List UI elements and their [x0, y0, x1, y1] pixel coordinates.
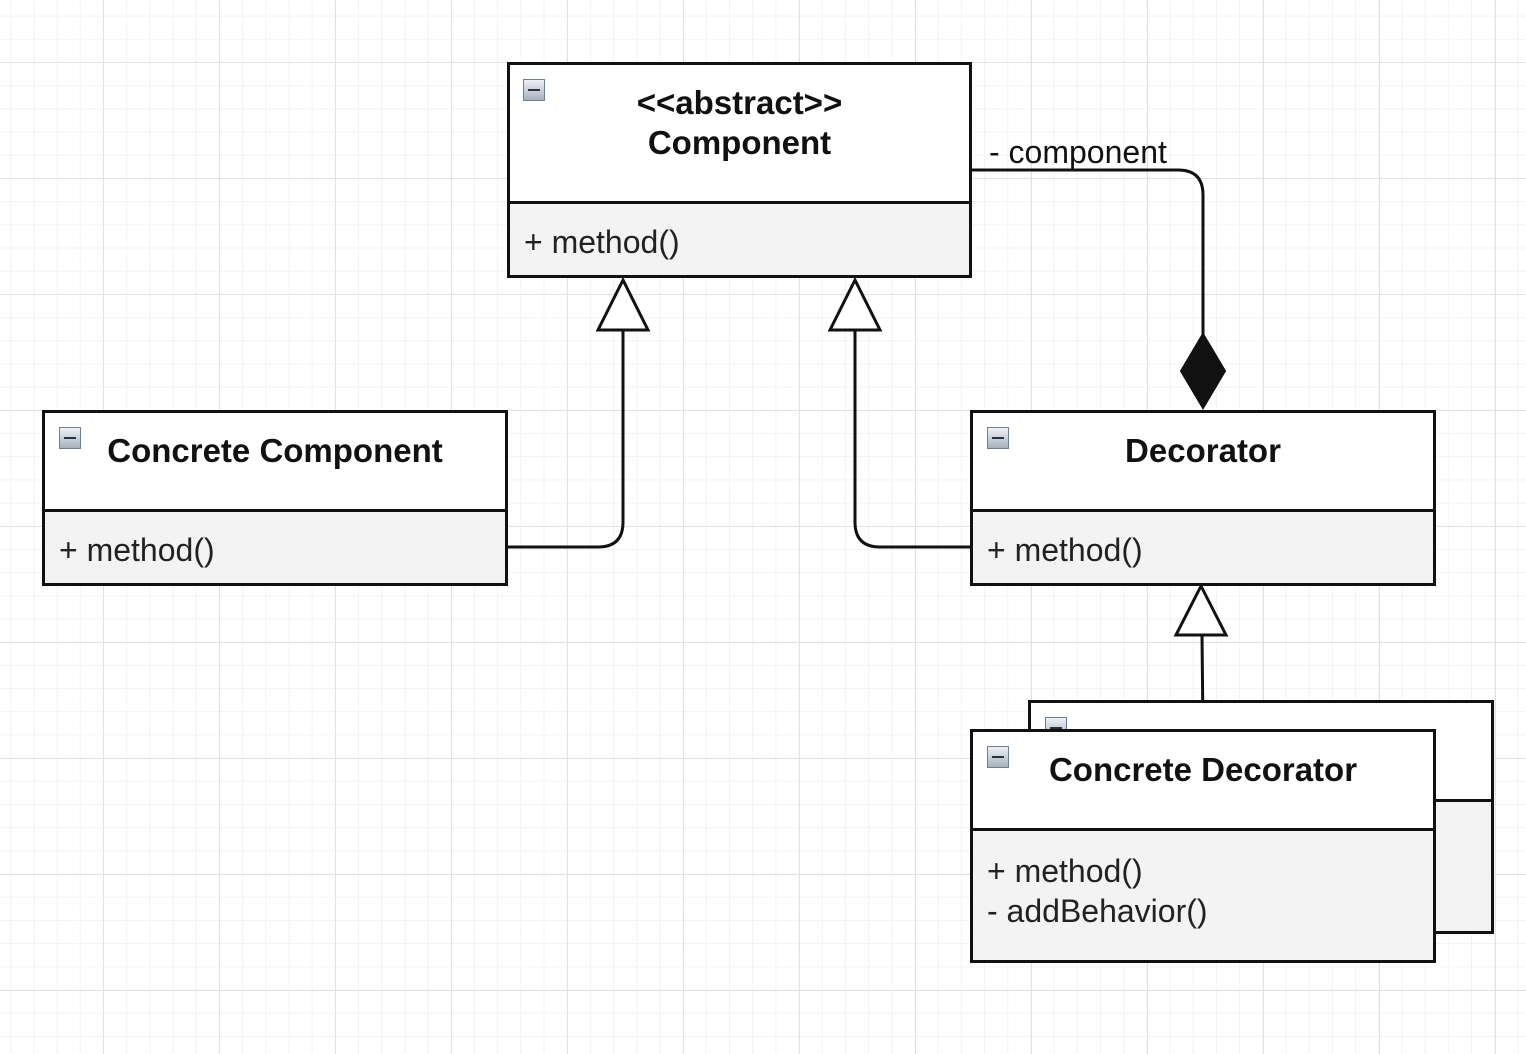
collapse-icon[interactable] [987, 746, 1009, 768]
class-concrete-component[interactable]: Concrete Component + method() [42, 410, 508, 586]
class-component[interactable]: <<abstract>> Component + method() [507, 62, 972, 278]
class-name: Concrete Decorator [1048, 751, 1358, 788]
composition-diamond [1179, 332, 1227, 410]
operation: + method() [987, 853, 1143, 889]
generalization-arrowhead-decorator [827, 276, 883, 332]
collapse-icon[interactable] [987, 427, 1009, 449]
class-header: Decorator [973, 413, 1433, 492]
class-name: Component [647, 124, 832, 161]
collapse-icon[interactable] [59, 427, 81, 449]
attributes-section [973, 808, 1433, 831]
class-header: Concrete Decorator [973, 732, 1433, 811]
attributes-section [510, 181, 969, 204]
collapse-icon[interactable] [523, 79, 545, 101]
generalization-line-decorator [853, 330, 970, 549]
class-decorator[interactable]: Decorator + method() [970, 410, 1436, 586]
class-header: <<abstract>> Component [510, 65, 969, 184]
attributes-section [45, 489, 505, 512]
operations-section: + method() [510, 204, 969, 275]
operations-section: + method() - addBehavior() [973, 831, 1433, 960]
operation: + method() [524, 224, 680, 260]
class-header: Concrete Component [45, 413, 505, 492]
association-role-label: - component [989, 134, 1167, 170]
generalization-arrowhead-concrete-decorator [1173, 582, 1229, 637]
class-stereotype: <<abstract>> [636, 84, 843, 121]
operation: + method() [987, 532, 1143, 568]
attributes-section [973, 489, 1433, 512]
generalization-line-concrete-component [508, 330, 625, 549]
class-name: Concrete Component [107, 432, 443, 469]
class-name: Decorator [1125, 432, 1281, 469]
generalization-arrowhead-concrete-component [595, 276, 651, 332]
operation: - addBehavior() [987, 893, 1208, 929]
class-concrete-decorator[interactable]: Concrete Decorator + method() - addBehav… [970, 729, 1436, 963]
operations-section: + method() [45, 512, 505, 583]
composition-line [970, 168, 1205, 336]
operations-section: + method() [973, 512, 1433, 583]
operation: + method() [59, 532, 215, 568]
